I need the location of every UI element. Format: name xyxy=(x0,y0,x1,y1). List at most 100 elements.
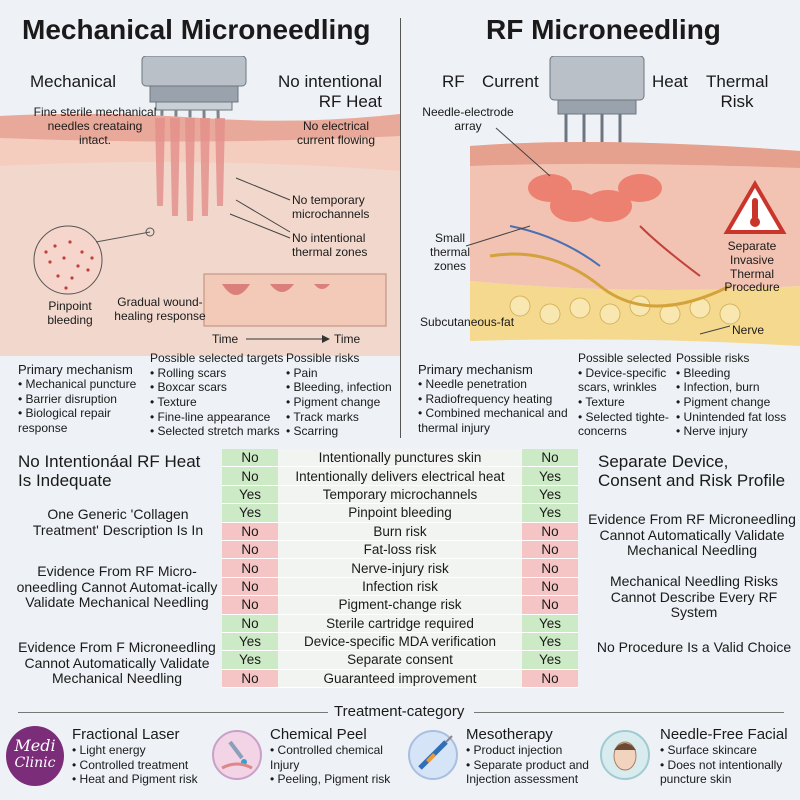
label-separate-procedure: Separate Invasive Thermal Procedure xyxy=(724,239,780,295)
rf-value-cell: No xyxy=(522,669,578,689)
left-targets: Possible selected targets Rolling scarsB… xyxy=(150,351,284,439)
label-no-microchannels: No temporary microchannels xyxy=(292,193,370,221)
cat-3-list: Product injectionSeparate product and In… xyxy=(466,743,598,787)
side-right-3: Mechanical Needling Risks Cannot Describ… xyxy=(609,573,779,621)
mechanical-value-cell: Yes xyxy=(222,651,278,670)
feature-cell: Burn risk xyxy=(278,522,522,541)
list-item: Product injection xyxy=(466,743,598,758)
rf-value-cell: No xyxy=(522,449,578,468)
left-primary-list: Mechanical punctureBarrier disruptionBio… xyxy=(18,377,148,436)
left-primary-mechanism: Primary mechanism Mechanical punctureBar… xyxy=(18,362,148,436)
side-right-1: Separate Device, Consent and Risk Profil… xyxy=(598,452,786,491)
label-healing: Gradual wound-healing response xyxy=(114,295,206,323)
label-pinpoint: Pinpoint bleeding xyxy=(47,299,93,327)
left-risks-list: PainBleeding, infectionPigment changeTra… xyxy=(286,366,398,439)
cat-4-list: Surface skincareDoes not intentionally p… xyxy=(660,743,798,787)
list-item: Controlled treatment xyxy=(72,758,208,773)
mechanical-value-cell: No xyxy=(222,614,278,633)
rf-value-cell: No xyxy=(522,559,578,578)
category-chemical-peel: Chemical Peel Controlled chemical Injury… xyxy=(270,726,400,787)
list-item: Radiofrequency heating xyxy=(418,392,576,407)
label-rf: RF xyxy=(442,72,465,91)
mechanical-value-cell: No xyxy=(222,596,278,615)
cat-1-title: Fractional Laser xyxy=(72,726,180,743)
center-divider xyxy=(400,18,401,438)
label-no-current: No electrical current flowing xyxy=(296,119,376,147)
list-item: Surface skincare xyxy=(660,743,798,758)
list-item: Light energy xyxy=(72,743,208,758)
right-targets-list: Device-specific scars, wrinklesTextureSe… xyxy=(578,366,676,439)
rf-value-cell: Yes xyxy=(522,651,578,670)
list-item: Controlled chemical Injury xyxy=(270,743,400,772)
syringe-icon xyxy=(408,730,458,780)
list-item: Scarring xyxy=(286,424,398,439)
mechanical-value-cell: No xyxy=(222,449,278,468)
feature-cell: Intentionally delivers electrical heat xyxy=(278,467,522,486)
label-fine-needles: Fine sterile mechanical needles creatain… xyxy=(33,105,157,147)
side-right-2: Evidence From RF Microneedling Cannot Au… xyxy=(588,511,796,559)
cat-2-title: Chemical Peel xyxy=(270,726,367,743)
right-targets-title: Possible selected xyxy=(578,351,672,365)
feature-cell: Pigment-change risk xyxy=(278,596,522,615)
mechanical-value-cell: No xyxy=(222,540,278,560)
right-title: RF Microneedling xyxy=(486,14,721,45)
left-title: Mechanical Microneedling xyxy=(22,14,371,45)
right-targets: Possible selected Device-specific scars,… xyxy=(578,351,676,439)
category-line-right xyxy=(474,712,784,713)
list-item: Infection, burn xyxy=(676,380,798,395)
list-item: Combined mechanical and thermal injury xyxy=(418,406,576,435)
list-item: Does not intentionally puncture skin xyxy=(660,758,798,787)
mechanical-value-cell: No xyxy=(222,467,278,486)
mechanical-value-cell: No xyxy=(222,669,278,689)
rf-value-cell: Yes xyxy=(522,614,578,633)
logo-line2: Clinic xyxy=(14,755,56,771)
side-left-2: One Generic 'Collagen Treatment' Descrip… xyxy=(32,506,204,538)
rf-value-cell: No xyxy=(522,596,578,615)
label-subcutaneous: Subcutaneous-fat xyxy=(420,315,515,329)
list-item: Fine-line appearance xyxy=(150,410,284,425)
list-item: Bleeding xyxy=(676,366,798,381)
left-targets-list: Rolling scarsBoxcar scarsTextureFine-lin… xyxy=(150,366,284,439)
cat-2-list: Controlled chemical InjuryPeeling, Pigme… xyxy=(270,743,400,787)
mechanical-value-cell: No xyxy=(222,559,278,578)
feature-cell: Intentionally punctures skin xyxy=(278,449,522,468)
cat-4-title: Needle-Free Facial xyxy=(660,726,788,743)
feature-cell: Device-specific MDA verification xyxy=(278,632,522,652)
mechanical-skin-illustration xyxy=(0,56,400,356)
mechanical-value-cell: No xyxy=(222,522,278,541)
category-line-left xyxy=(18,712,328,713)
rf-value-cell: No xyxy=(522,577,578,597)
right-primary-mechanism: Primary mechanism Needle penetrationRadi… xyxy=(418,362,576,436)
label-nerve: Nerve xyxy=(732,323,765,337)
right-primary-title: Primary mechanism xyxy=(418,362,533,377)
thermal-warning-icon xyxy=(723,180,787,234)
logo-line1: Medi xyxy=(14,736,56,755)
rf-value-cell: No xyxy=(522,540,578,560)
left-targets-title: Possible selected targets xyxy=(150,351,284,365)
list-item: Unintended fat loss xyxy=(676,410,798,425)
clinic-logo: Medi Clinic xyxy=(6,726,64,786)
mechanical-value-cell: No xyxy=(222,577,278,597)
list-item: Peeling, Pigment risk xyxy=(270,772,400,787)
rf-value-cell: No xyxy=(522,522,578,541)
category-title: Treatment-category xyxy=(334,703,465,720)
feature-cell: Guaranteed improvement xyxy=(278,669,522,689)
label-time-1: Time xyxy=(212,332,239,346)
label-no-rf-heat: No intentional RF Heat xyxy=(278,72,382,111)
rf-value-cell: Yes xyxy=(522,504,578,523)
list-item: Biological repair response xyxy=(18,406,148,435)
list-item: Pain xyxy=(286,366,398,381)
right-risks-title: Possible risks xyxy=(676,351,750,365)
label-heat: Heat xyxy=(652,72,688,91)
list-item: Pigment change xyxy=(286,395,398,410)
rf-value-cell: Yes xyxy=(522,467,578,486)
